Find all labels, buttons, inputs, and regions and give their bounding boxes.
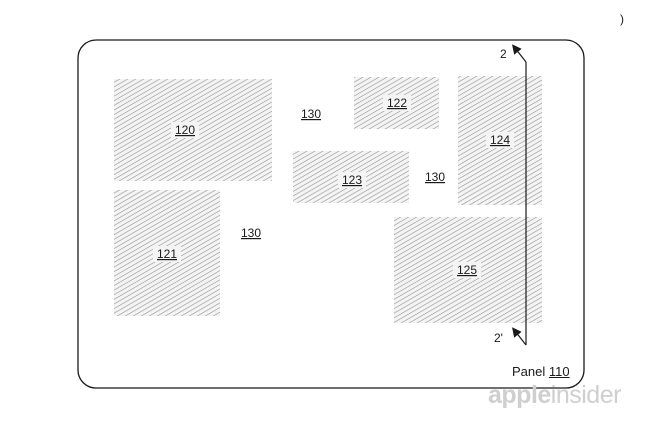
panel-caption-prefix: Panel xyxy=(512,364,549,379)
gap-label-130-right: 130 xyxy=(425,170,445,184)
region-120-label: 120 xyxy=(175,123,195,137)
section-label-bottom: 2' xyxy=(494,331,503,345)
panel-caption-number: 110 xyxy=(548,364,570,379)
appleinsider-watermark: appleinsider xyxy=(488,381,621,410)
region-120: 120 xyxy=(114,79,272,181)
region-121-label: 121 xyxy=(157,247,177,261)
section-arrow-bottom xyxy=(512,327,527,346)
corner-mark: ) xyxy=(620,12,624,26)
region-125-label: 125 xyxy=(457,263,477,277)
region-121: 121 xyxy=(114,190,220,316)
section-line: 2 2' xyxy=(494,44,527,346)
section-arrow-top xyxy=(512,44,527,63)
region-123-label: 123 xyxy=(342,173,362,187)
region-124-label: 124 xyxy=(490,133,510,147)
region-122-label: 122 xyxy=(387,96,407,110)
watermark-insider: insider xyxy=(550,381,622,409)
gap-label-130-left: 130 xyxy=(241,226,261,240)
panel-caption: Panel 110 xyxy=(512,364,570,379)
region-125: 125 xyxy=(394,217,542,323)
gap-label-130-top: 130 xyxy=(301,107,321,121)
region-123: 123 xyxy=(293,151,409,203)
watermark-apple: apple xyxy=(488,381,551,409)
panel-outline xyxy=(77,39,585,389)
section-label-top: 2 xyxy=(500,47,507,61)
region-122: 122 xyxy=(354,77,439,129)
region-124: 124 xyxy=(458,76,542,205)
